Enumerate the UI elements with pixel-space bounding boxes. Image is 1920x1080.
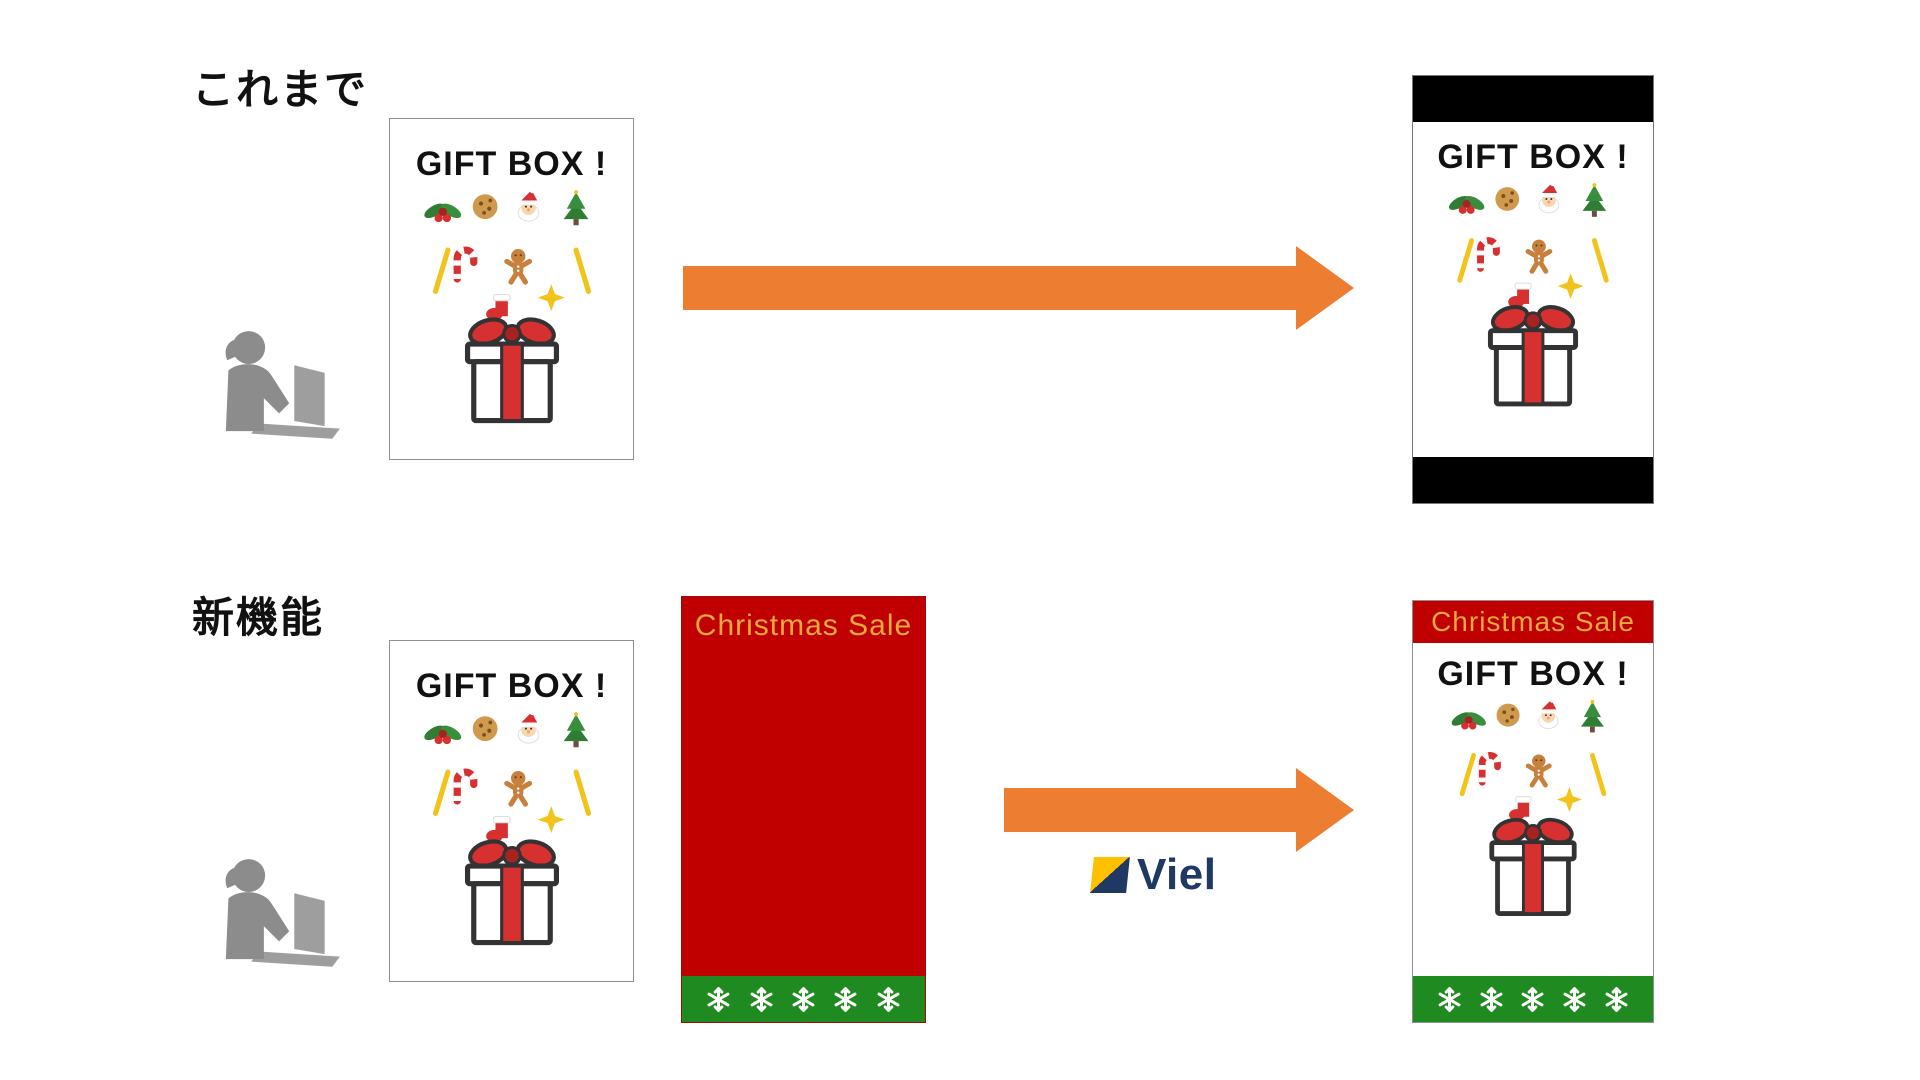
arrow-right-icon [683,246,1354,330]
snowflake-icon [748,986,775,1013]
viel-logo-icon [1090,857,1130,893]
snowflake-icon [1436,986,1463,1013]
snowflake-icon [1603,986,1630,1013]
person-with-laptop-icon [198,316,350,450]
person-with-laptop-icon [198,844,350,978]
section-before-label: これまで [192,66,369,113]
letterbox-top-bar [1413,76,1653,122]
result-card-letterboxed: GIFT BOX ! [1412,75,1654,504]
letterbox-bottom-bar [1413,457,1653,503]
gift-box-illustration [390,708,633,956]
christmas-sale-template-card: Christmas Sale [681,596,926,1023]
gift-card-title: GIFT BOX ! [1437,655,1629,693]
arrow-right-icon [1004,768,1354,852]
snowflake-footer [682,976,925,1022]
gift-box-illustration [390,186,633,434]
template-card-title: Christmas Sale [694,609,913,642]
snowflake-icon [790,986,817,1013]
snowflake-icon [1519,986,1546,1013]
gift-box-illustration [1413,696,1653,926]
result-card-header: Christmas Sale [1413,601,1653,643]
snowflake-icon [875,986,902,1013]
viel-logo: Viel [1090,850,1217,900]
arrow-body [1004,788,1296,832]
gift-card-title: GIFT BOX ! [415,145,608,183]
snowflake-footer [1413,976,1653,1022]
arrow-head [1296,246,1354,330]
gift-card-title: GIFT BOX ! [415,667,608,705]
result-card-content: GIFT BOX ! [1413,122,1653,457]
result-card-content: GIFT BOX ! [1413,643,1653,976]
arrow-head [1296,768,1354,852]
section-after-label: 新機能 [192,594,325,641]
snowflake-icon [1478,986,1505,1013]
gift-box-creative-card: GIFT BOX ! [389,118,634,460]
gift-card-title: GIFT BOX ! [1437,138,1629,176]
result-card-framed: Christmas Sale GIFT BOX ! [1412,600,1654,1023]
viel-logo-text: Viel [1137,850,1217,899]
snowflake-icon [705,986,732,1013]
snowflake-icon [1561,986,1588,1013]
arrow-body [683,266,1296,310]
snowflake-icon [832,986,859,1013]
gift-box-creative-card: GIFT BOX ! [389,640,634,982]
gift-box-illustration [1413,179,1653,417]
